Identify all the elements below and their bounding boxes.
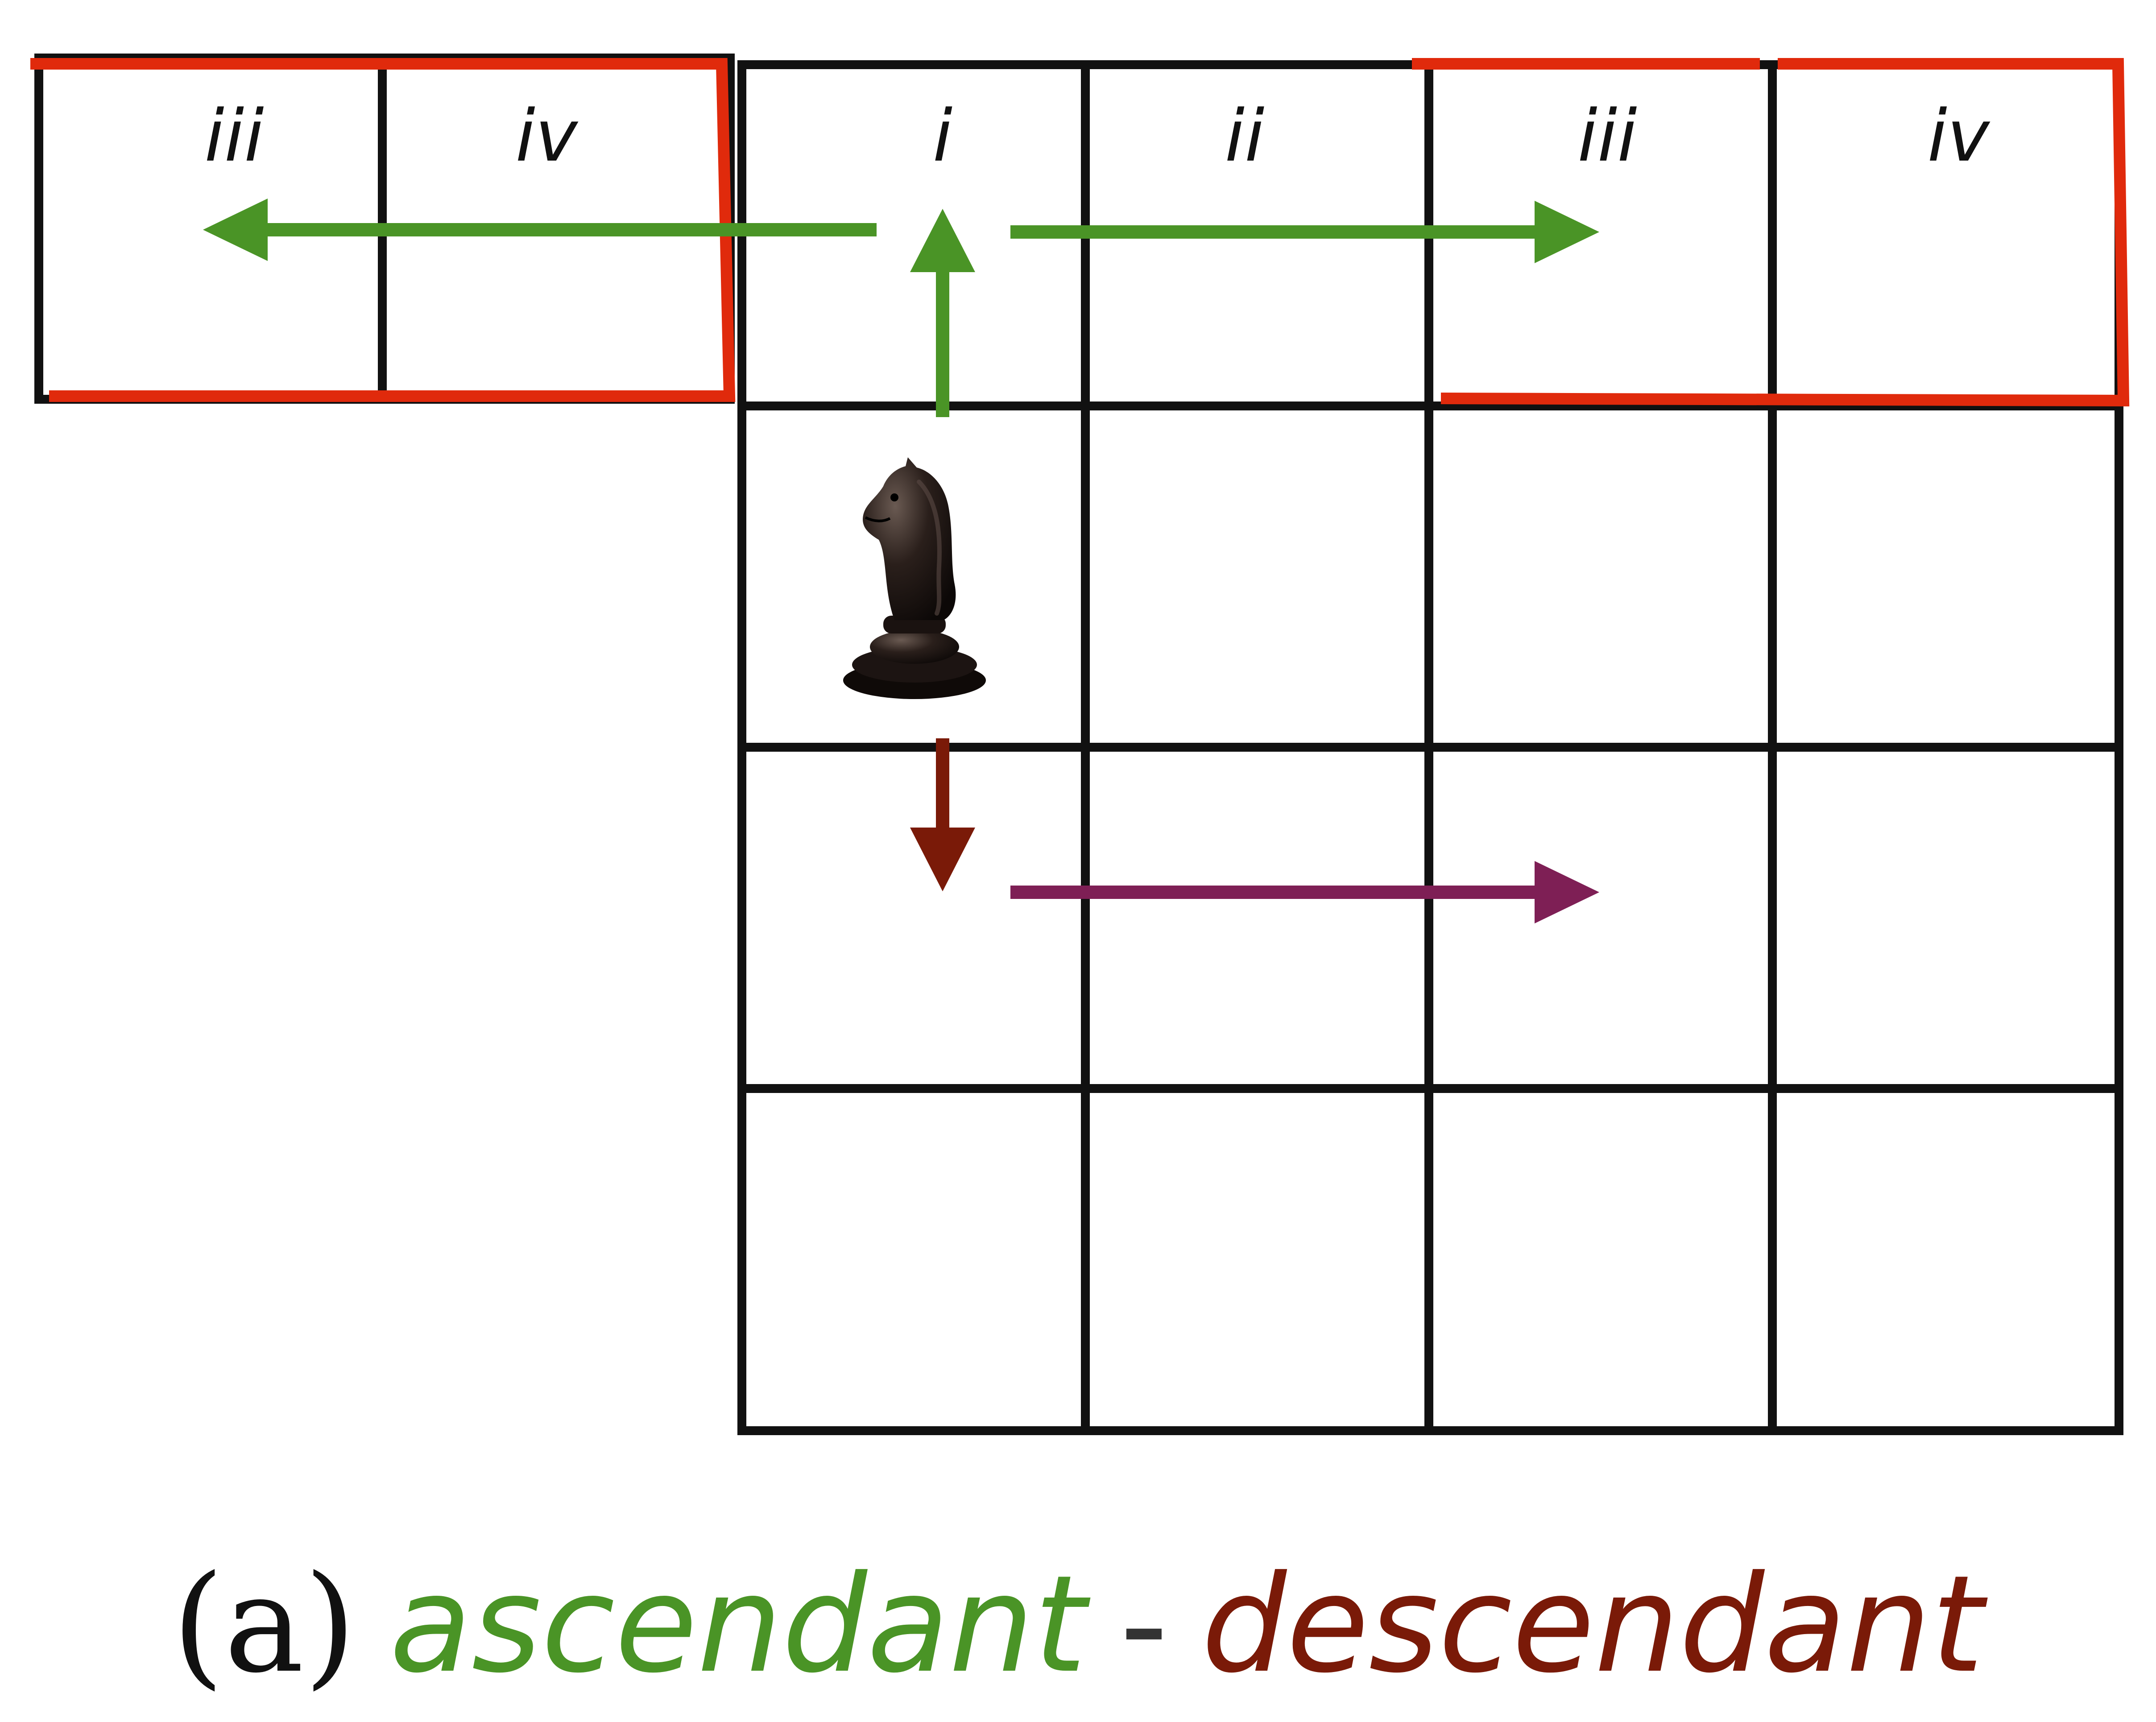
caption-descendant: descendant — [1202, 1547, 1990, 1702]
chess-knight-icon — [843, 457, 986, 699]
descendant-right-arrow — [1010, 861, 1599, 923]
column-label-ii: ii — [1225, 94, 1265, 178]
figure-caption: (a) ascendant - descendant — [172, 1547, 1990, 1702]
wrapped-label-iii: iii — [204, 94, 264, 178]
ascendant-right-arrow — [1010, 201, 1599, 263]
target-highlight-iv — [1440, 58, 2130, 407]
caption-label: (a) — [172, 1547, 356, 1702]
caption-separator: - — [1120, 1547, 1168, 1702]
target-highlight — [1412, 58, 2130, 407]
column-label-iv: iv — [1927, 94, 1990, 178]
ascendant-up-arrow — [910, 209, 975, 417]
wrapped-label-iv: iv — [515, 94, 578, 178]
move-arrows — [203, 199, 1599, 923]
ascendant-left-arrow — [203, 199, 877, 261]
descendant-down-arrow — [910, 738, 975, 891]
column-label-iii: iii — [1577, 94, 1637, 178]
caption-ascendant: ascendant — [389, 1547, 1092, 1702]
chessboard-grid: i ii iii iv — [737, 60, 2123, 1435]
column-label-i: i — [933, 94, 952, 178]
